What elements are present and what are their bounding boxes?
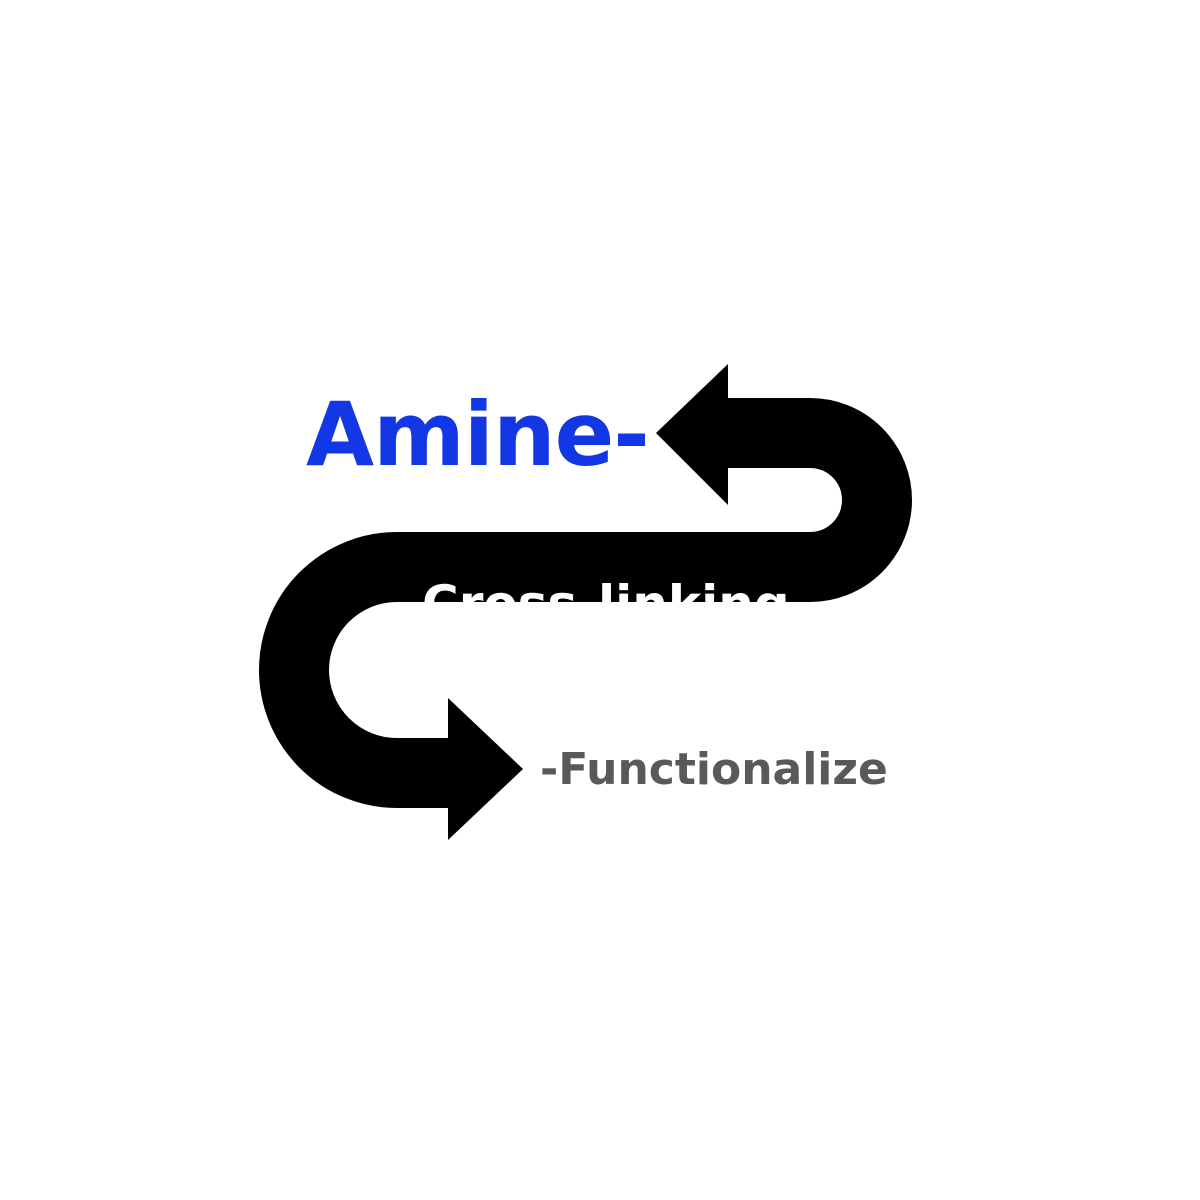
functionalize-label: -Functionalize [540,744,888,795]
bottom-arrowhead [448,698,523,840]
amine-label: Amine- [306,383,649,486]
top-arrowhead [656,364,728,505]
s-shaped-double-arrow-icon [259,364,912,840]
arrow-band [259,398,912,808]
crosslinking-label: Cross-linking [422,575,790,633]
